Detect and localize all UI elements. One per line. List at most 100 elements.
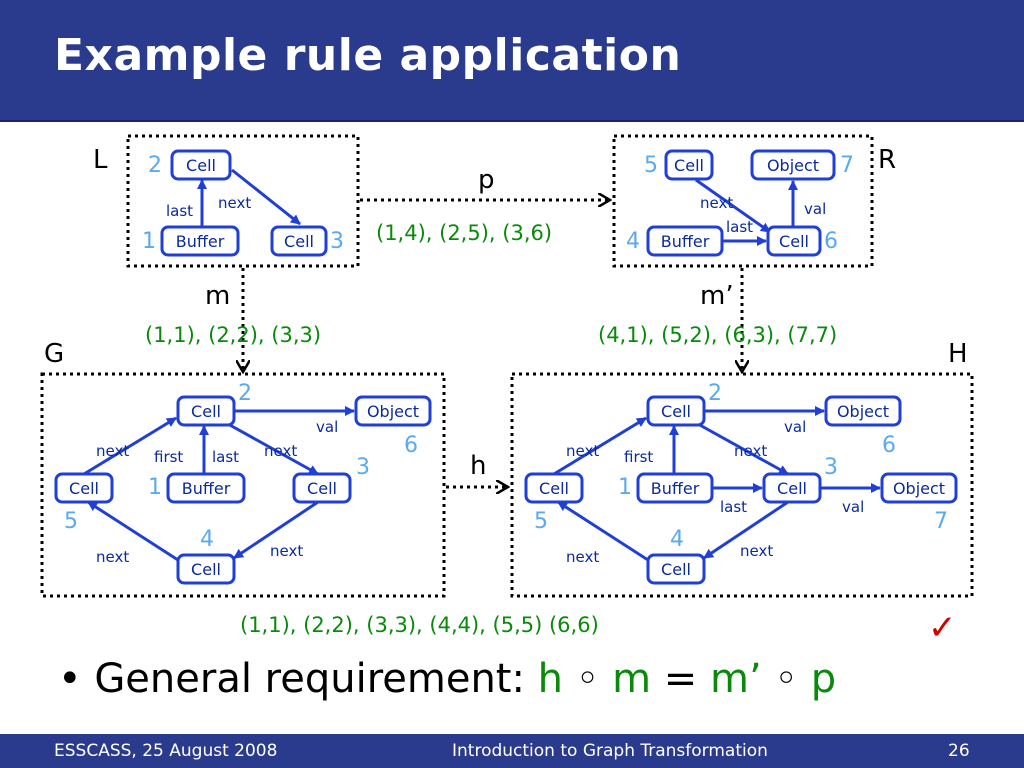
edge-R-next bbox=[695, 178, 771, 234]
number-H-7: 7 bbox=[934, 509, 948, 534]
graph-L-box bbox=[126, 134, 360, 268]
requirement-m: m bbox=[612, 656, 652, 702]
slide-title: Example rule application bbox=[54, 30, 682, 81]
node-H-object-6: Object bbox=[824, 395, 902, 427]
edge-label-H-last: last bbox=[720, 498, 747, 516]
node-G-cell-2: Cell bbox=[176, 395, 236, 427]
svg-text:Object: Object bbox=[837, 402, 889, 421]
edge-label-G-next-3: next bbox=[270, 542, 303, 560]
edge-L-next bbox=[231, 168, 301, 226]
node-R-cell-5: Cell bbox=[664, 149, 714, 181]
number-L-1: 1 bbox=[142, 229, 156, 254]
edge-label-R-last: last bbox=[726, 218, 753, 236]
edge-G-next-4-5 bbox=[87, 500, 179, 562]
number-L-3: 3 bbox=[330, 229, 344, 254]
svg-text:Cell: Cell bbox=[186, 156, 216, 175]
node-H-cell-2: Cell bbox=[646, 395, 706, 427]
graph-G-box bbox=[40, 372, 446, 598]
node-G-cell-5: Cell bbox=[54, 472, 114, 504]
footer-center: Introduction to Graph Transformation bbox=[452, 741, 768, 761]
checkmark-icon: ✓ bbox=[928, 608, 957, 648]
svg-text:Cell: Cell bbox=[661, 402, 691, 421]
number-G-5: 5 bbox=[64, 509, 78, 534]
node-G-object-6: Object bbox=[354, 395, 432, 427]
number-H-2: 2 bbox=[708, 381, 722, 406]
node-G-cell-4: Cell bbox=[176, 553, 236, 585]
node-G-cell-3: Cell bbox=[292, 472, 352, 504]
svg-text:Cell: Cell bbox=[69, 479, 99, 498]
edge-label-H-next-2: next bbox=[734, 442, 767, 460]
svg-text:Buffer: Buffer bbox=[661, 232, 710, 251]
requirement-prefix: General requirement: bbox=[94, 656, 538, 702]
requirement-bullet: • General requirement: h ◦ m = m’ ◦ p bbox=[58, 656, 836, 702]
edge-label-G-val: val bbox=[316, 418, 338, 436]
number-R-5: 5 bbox=[644, 153, 658, 178]
number-G-2: 2 bbox=[238, 381, 252, 406]
graph-H-box bbox=[510, 372, 974, 598]
edge-label-R-val: val bbox=[804, 200, 826, 218]
edge-G-next-3-4 bbox=[233, 500, 319, 560]
title-bar: Example rule application bbox=[0, 0, 1024, 122]
edge-H-next-5-2 bbox=[553, 416, 647, 476]
svg-text:Cell: Cell bbox=[777, 479, 807, 498]
number-R-6: 6 bbox=[824, 229, 838, 254]
node-H-cell-4: Cell bbox=[646, 553, 706, 585]
requirement-p: p bbox=[810, 656, 837, 702]
graph-label-H: H bbox=[948, 339, 968, 369]
edge-label-G-next-2: next bbox=[264, 442, 297, 460]
edge-label-H-next-4: next bbox=[566, 548, 599, 566]
svg-text:Buffer: Buffer bbox=[651, 479, 700, 498]
graph-label-G: G bbox=[44, 339, 64, 369]
morphism-label-p: p bbox=[478, 165, 495, 195]
footer-page-number: 26 bbox=[948, 741, 970, 761]
graph-label-R: R bbox=[878, 145, 896, 175]
edge-label-H-next-3: next bbox=[740, 542, 773, 560]
footer-left: ESSCASS, 25 August 2008 bbox=[54, 741, 278, 761]
requirement-m-prime: m’ bbox=[709, 656, 762, 702]
mapping-m-prime: (4,1), (5,2), (6,3), (7,7) bbox=[598, 323, 837, 347]
bullet-dot: • bbox=[58, 656, 95, 702]
node-G-buffer-1: Buffer bbox=[166, 472, 246, 504]
number-L-2: 2 bbox=[148, 153, 162, 178]
footer-bar: ESSCASS, 25 August 2008 Introduction to … bbox=[0, 734, 1024, 768]
requirement-eq: = bbox=[651, 656, 710, 702]
node-H-cell-5: Cell bbox=[524, 472, 584, 504]
mapping-m: (1,1), (2,2), (3,3) bbox=[145, 323, 321, 347]
number-H-5: 5 bbox=[534, 509, 548, 534]
svg-text:Buffer: Buffer bbox=[176, 232, 225, 251]
number-G-6: 6 bbox=[404, 433, 418, 458]
svg-text:Object: Object bbox=[767, 156, 819, 175]
edge-label-H-val-2: val bbox=[842, 498, 864, 516]
svg-text:Object: Object bbox=[893, 479, 945, 498]
requirement-h: h bbox=[537, 656, 564, 702]
edge-label-H-first: first bbox=[624, 448, 653, 466]
node-L-buffer-1: Buffer bbox=[160, 225, 240, 257]
requirement-circ-2: ◦ bbox=[761, 656, 811, 702]
svg-text:Cell: Cell bbox=[191, 402, 221, 421]
edge-label-G-next-1: next bbox=[96, 442, 129, 460]
number-G-3: 3 bbox=[356, 455, 370, 480]
number-H-1: 1 bbox=[618, 475, 632, 500]
svg-text:Object: Object bbox=[367, 402, 419, 421]
number-H-3: 3 bbox=[824, 455, 838, 480]
morphism-label-m-prime: m’ bbox=[700, 281, 734, 311]
svg-text:Cell: Cell bbox=[779, 232, 809, 251]
node-L-cell-2: Cell bbox=[170, 149, 232, 181]
number-G-1: 1 bbox=[148, 475, 162, 500]
edge-H-next-4-5 bbox=[557, 500, 649, 562]
node-R-object-7: Object bbox=[750, 149, 836, 181]
node-L-cell-3: Cell bbox=[270, 225, 328, 257]
number-H-6: 6 bbox=[882, 433, 896, 458]
svg-text:Cell: Cell bbox=[284, 232, 314, 251]
edge-G-next-5-2 bbox=[83, 416, 177, 476]
svg-text:Buffer: Buffer bbox=[182, 479, 231, 498]
edge-label-L-last: last bbox=[166, 202, 193, 220]
edge-label-R-next: next bbox=[700, 194, 733, 212]
node-H-buffer-1: Buffer bbox=[636, 472, 714, 504]
rule-application-diagram: L R G H p m m’ h (1,4), (2,5), (3,6) (1,… bbox=[40, 134, 974, 637]
svg-text:Cell: Cell bbox=[674, 156, 704, 175]
node-R-cell-6: Cell bbox=[766, 225, 822, 257]
svg-text:Cell: Cell bbox=[307, 479, 337, 498]
node-H-object-7: Object bbox=[880, 472, 958, 504]
morphism-label-h: h bbox=[470, 451, 486, 481]
